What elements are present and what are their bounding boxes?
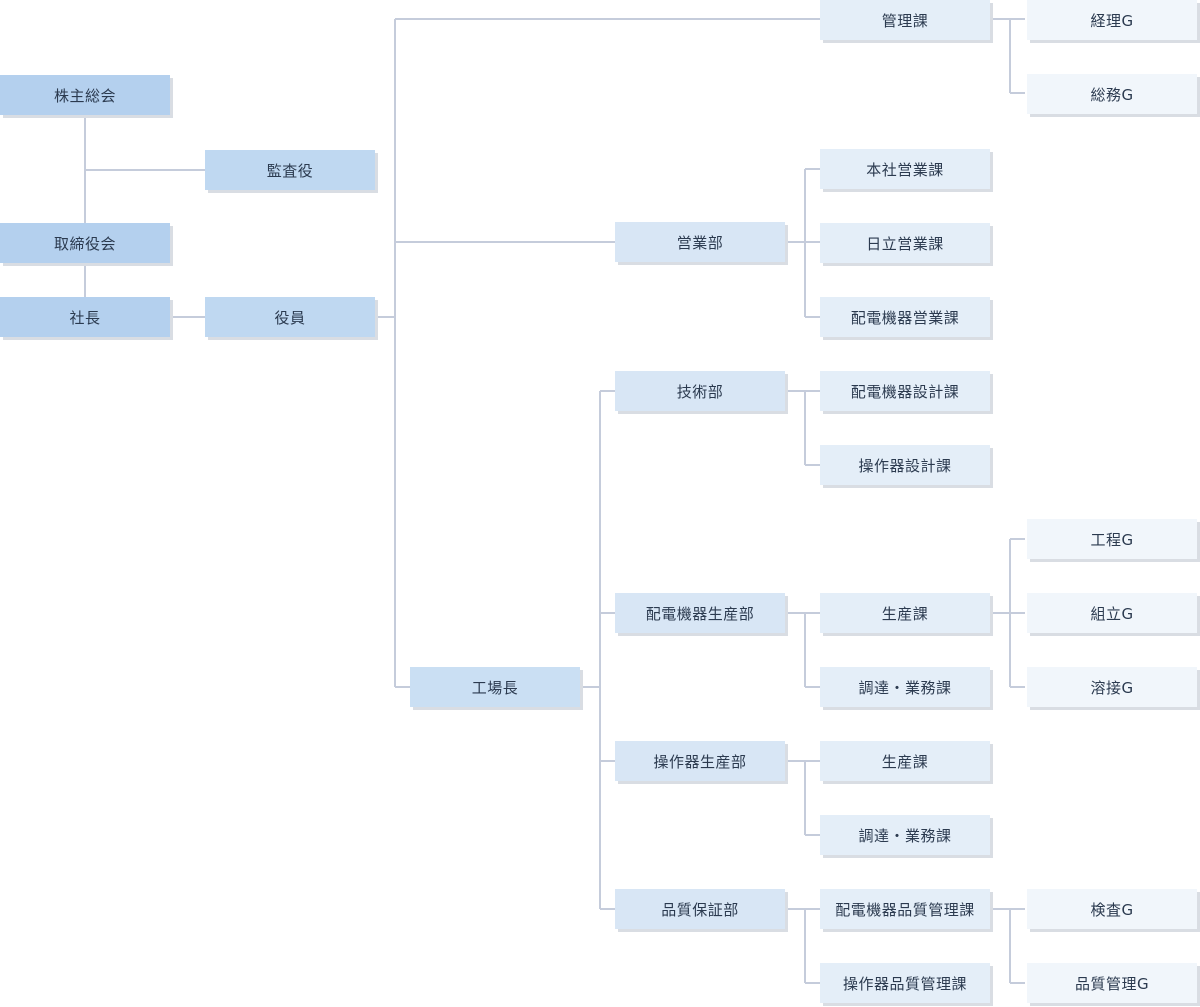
box-president: 社長 [0,297,170,337]
box-auditor: 監査役 [205,150,375,190]
box-quality-mgmt-g: 品質管理G [1027,963,1197,1003]
box-inspection-g: 検査G [1027,889,1197,929]
box-sg-production-section: 生産課 [820,593,990,633]
box-switchgear-design: 配電機器設計課 [820,371,990,411]
box-accounting-g: 経理G [1027,0,1197,40]
box-shareholders: 株主総会 [0,75,170,115]
box-controls-production-dept: 操作器生産部 [615,741,785,781]
box-welding-g: 溶接G [1027,667,1197,707]
box-sales-dept: 営業部 [615,222,785,262]
box-switchgear-sales: 配電機器営業課 [820,297,990,337]
box-hitachi-sales: 日立営業課 [820,223,990,263]
box-sg-qc: 配電機器品質管理課 [820,889,990,929]
box-board: 取締役会 [0,223,170,263]
box-tech-dept: 技術部 [615,371,785,411]
box-qa-dept: 品質保証部 [615,889,785,929]
box-ctl-production-section: 生産課 [820,741,990,781]
box-process-g: 工程G [1027,519,1197,559]
box-admin-section: 管理課 [820,0,990,40]
box-hq-sales: 本社営業課 [820,149,990,189]
box-ctl-procurement: 調達・業務課 [820,815,990,855]
box-switchgear-production-dept: 配電機器生産部 [615,593,785,633]
box-assembly-g: 組立G [1027,593,1197,633]
box-ctl-qc: 操作器品質管理課 [820,963,990,1003]
box-executives: 役員 [205,297,375,337]
box-general-affairs-g: 総務G [1027,74,1197,114]
box-sg-procurement: 調達・業務課 [820,667,990,707]
box-plant-manager: 工場長 [410,667,580,707]
box-controls-design: 操作器設計課 [820,445,990,485]
